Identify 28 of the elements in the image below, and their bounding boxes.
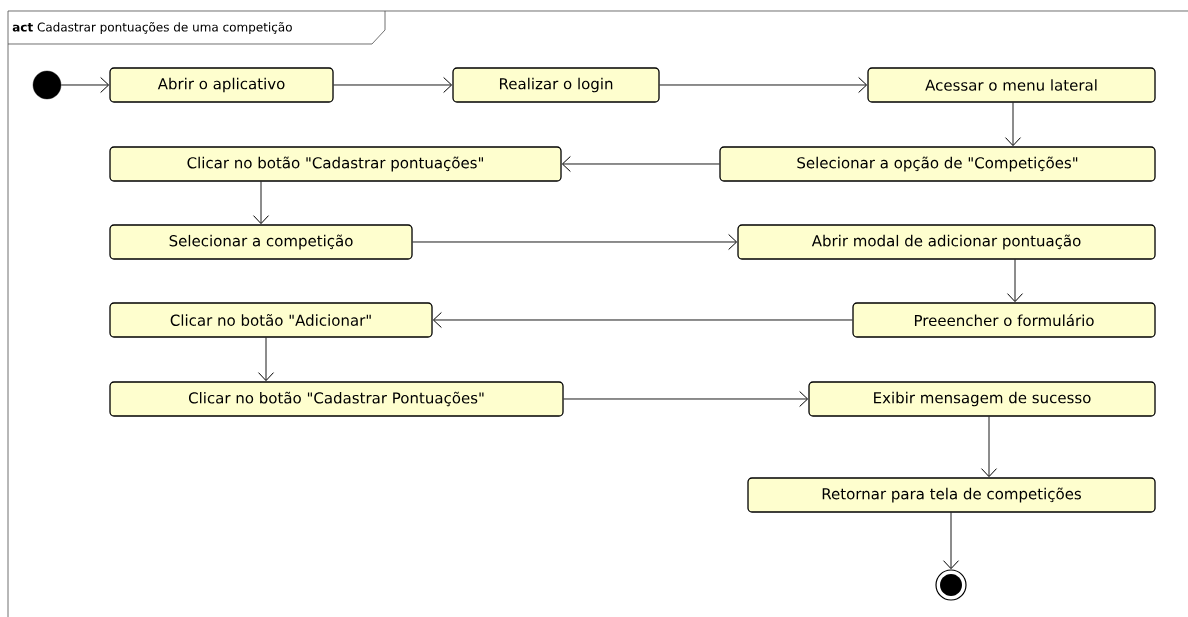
activity-box: Realizar o login bbox=[452, 67, 660, 103]
arrow bbox=[258, 337, 274, 382]
frame-title: act Cadastrar pontuações de uma competição bbox=[7, 10, 386, 45]
arrow bbox=[333, 77, 453, 93]
end-node bbox=[935, 569, 967, 601]
arrow bbox=[1005, 102, 1021, 147]
activity-box: Selecionar a competição bbox=[109, 224, 413, 260]
arrow bbox=[1007, 259, 1023, 303]
arrow bbox=[563, 391, 809, 407]
activity-box: Abrir modal de adicionar pontuação bbox=[737, 224, 1156, 260]
arrow bbox=[659, 77, 868, 93]
arrow bbox=[432, 312, 853, 328]
activity-box: Clicar no botão "Cadastrar pontuações" bbox=[109, 146, 562, 182]
start-node bbox=[32, 70, 62, 100]
arrow bbox=[981, 416, 997, 478]
arrow bbox=[253, 181, 269, 225]
arrow bbox=[561, 156, 720, 172]
arrow bbox=[60, 77, 110, 93]
activity-box: Abrir o aplicativo bbox=[109, 67, 334, 103]
activity-box: Preeencher o formulário bbox=[852, 302, 1156, 338]
arrow bbox=[412, 234, 738, 250]
activity-box: Clicar no botão "Adicionar" bbox=[109, 302, 433, 338]
activity-box: Clicar no botão "Cadastrar Pontuações" bbox=[109, 381, 564, 417]
activity-box: Retornar para tela de competições bbox=[747, 477, 1156, 513]
activity-box: Acessar o menu lateral bbox=[867, 67, 1156, 103]
arrow bbox=[943, 512, 959, 570]
activity-box: Exibir mensagem de sucesso bbox=[808, 381, 1156, 417]
activity-box: Selecionar a opção de "Competições" bbox=[719, 146, 1156, 182]
